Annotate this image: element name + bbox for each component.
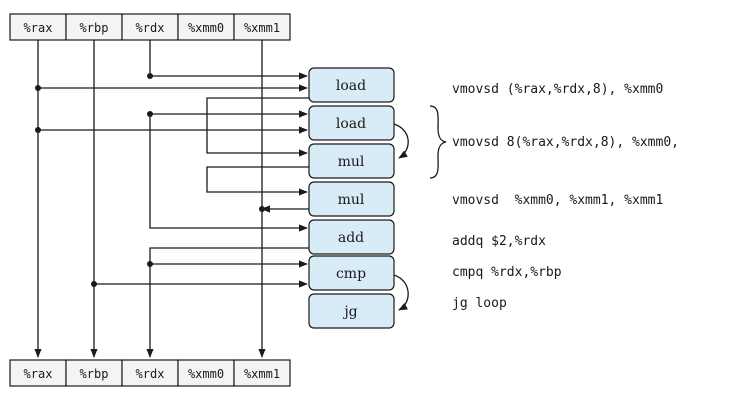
- top-reg-rbp-label: %rbp: [80, 21, 109, 35]
- op-load-1-label: load: [336, 78, 366, 94]
- op-jg-box: [308, 293, 395, 329]
- op-add-label: add: [338, 230, 364, 246]
- wire-load1-to-mul1: [206, 97, 309, 157]
- bottom-reg-rbp-box: [65, 359, 123, 387]
- top-reg-rax-box: [9, 13, 67, 41]
- bottom-reg-rax-box: [9, 359, 67, 387]
- instruction-column: vmovsd (%rax,%rdx,8), %xmm0 vmovsd 8(%ra…: [452, 82, 679, 311]
- top-reg-xmm1-label: %xmm1: [244, 21, 280, 35]
- bottom-reg-rdx-label: %rdx: [136, 367, 165, 381]
- top-reg-xmm0-label: %xmm0: [188, 21, 224, 35]
- instruction-line-6: jg loop: [452, 296, 507, 311]
- op-load-2-label: load: [336, 116, 366, 132]
- op-mul-2-label: mul: [338, 192, 365, 208]
- op-mul-1-box: [308, 143, 395, 179]
- bottom-reg-rdx-box: [121, 359, 179, 387]
- wire-mul1-to-mul2: [206, 166, 309, 196]
- top-reg-rax-label: %rax: [24, 21, 53, 35]
- bottom-reg-xmm0-box: [177, 359, 235, 387]
- bottom-reg-xmm1-label: %xmm1: [244, 367, 280, 381]
- top-register-bar: %rax %rbp %rdx %xmm0 %xmm1: [9, 13, 291, 41]
- instruction-line-3: vmovsd %xmm0, %xmm1, %xmm1: [452, 193, 663, 208]
- top-reg-rdx-label: %rdx: [136, 21, 165, 35]
- op-load-2-box: [308, 105, 395, 141]
- bottom-reg-xmm1-box: [233, 359, 291, 387]
- bottom-reg-rbp-label: %rbp: [80, 367, 109, 381]
- instruction-line-4: addq $2,%rdx: [452, 234, 546, 249]
- op-mul-1-label: mul: [338, 154, 365, 170]
- op-load-1-box: [308, 67, 395, 103]
- wire-add-to-rdx-out: [146, 247, 309, 358]
- curve-cmp-to-jg: [393, 274, 409, 311]
- bottom-register-bar: %rax %rbp %rdx %xmm0 %xmm1: [9, 359, 291, 387]
- dataflow-wires: [34, 40, 409, 358]
- instruction-line-5: cmpq %rdx,%rbp: [452, 265, 562, 280]
- wire-rdx-to-add: [149, 114, 308, 232]
- bottom-reg-rax-label: %rax: [24, 367, 53, 381]
- instruction-line-2: vmovsd 8(%rax,%rdx,8), %xmm0,: [452, 135, 679, 150]
- curve-load2-to-mul1: [393, 123, 409, 159]
- wire-rdx-to-load1: [149, 40, 308, 80]
- instruction-line-1: vmovsd (%rax,%rdx,8), %xmm0: [452, 82, 663, 97]
- op-cmp-label: cmp: [336, 266, 366, 282]
- op-cmp-box: [308, 255, 395, 291]
- op-jg-label: jg: [342, 304, 357, 320]
- bottom-reg-xmm0-label: %xmm0: [188, 367, 224, 381]
- instruction-group-brace: [429, 105, 447, 179]
- op-mul-2-box: [308, 181, 395, 217]
- operation-column: load load mul mul add cmp jg: [308, 67, 395, 329]
- op-add-box: [308, 219, 395, 255]
